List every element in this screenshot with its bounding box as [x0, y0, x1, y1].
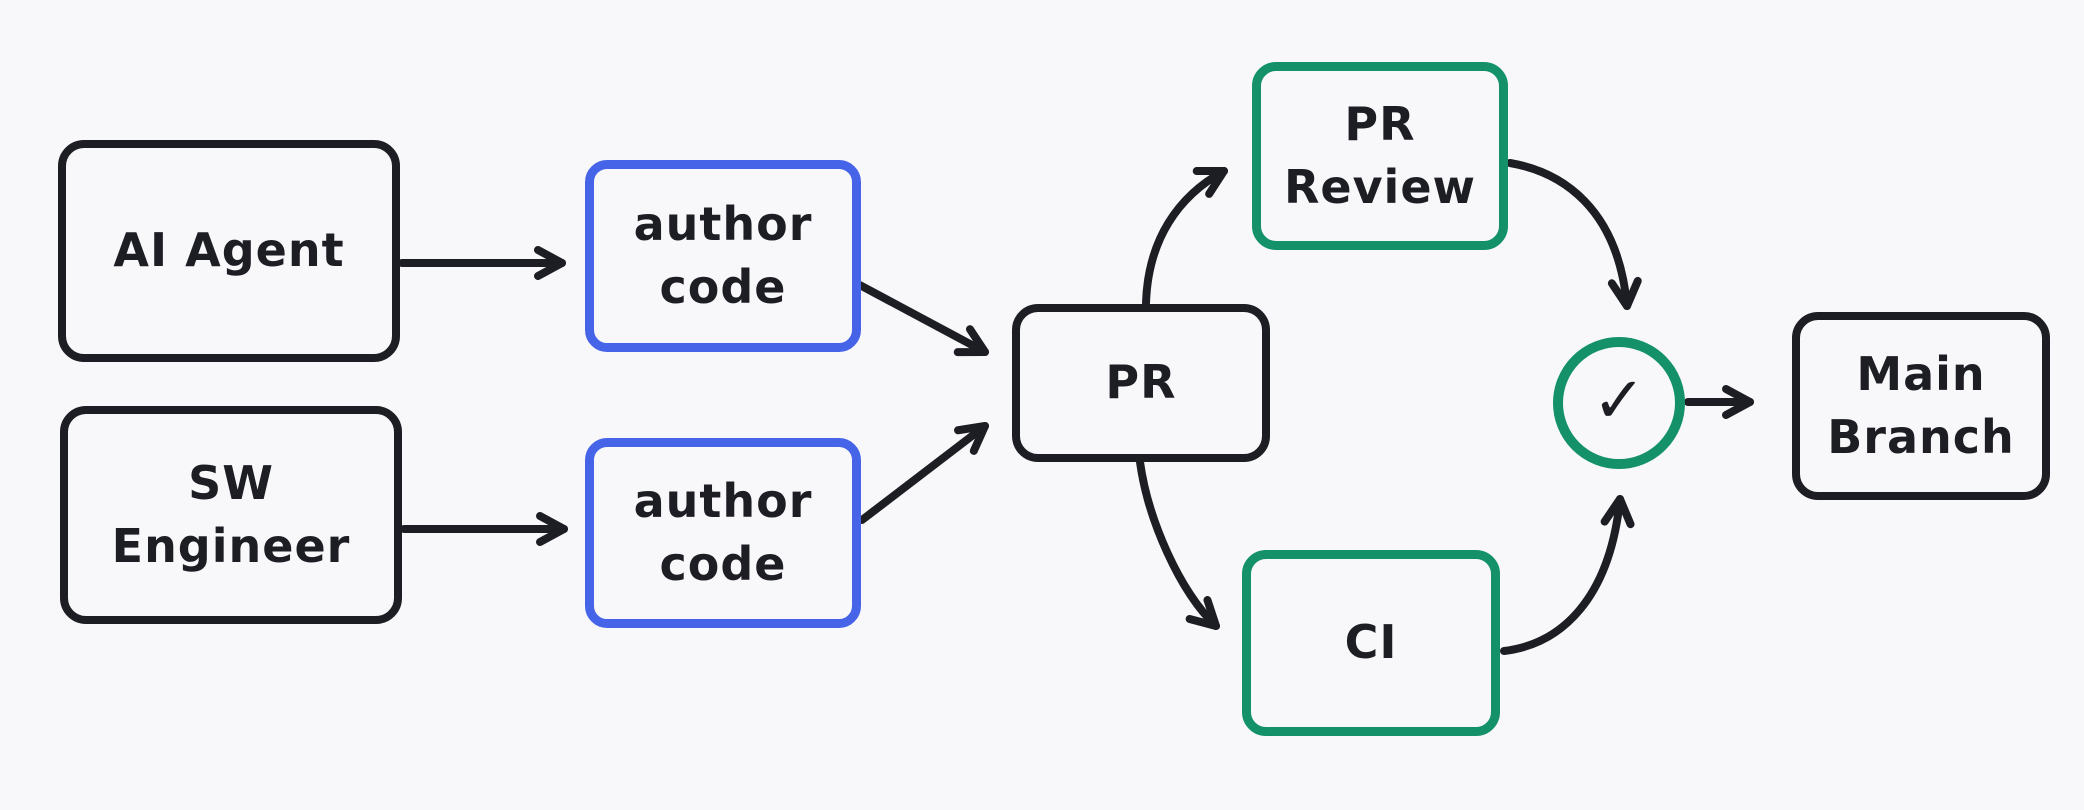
- node-main-branch-label-line2: Branch: [1827, 410, 2015, 464]
- node-author-code-bottom-label-line1: author: [633, 473, 813, 528]
- node-pr-label: PR: [1105, 355, 1177, 410]
- node-pr-review: PR Review: [1252, 62, 1508, 250]
- node-author-code-bottom: author code: [585, 438, 861, 628]
- node-main-branch-label-line1: Main: [1856, 346, 1986, 401]
- node-pr-review-label-line2: Review: [1283, 160, 1477, 214]
- node-pr: PR: [1012, 304, 1270, 462]
- edge-author-code-top-to-pr: [852, 279, 989, 357]
- node-ai-agent-label: AI Agent: [113, 223, 345, 278]
- edge-ci-to-check: [1500, 494, 1635, 655]
- node-approval-check-circle: ✓: [1553, 337, 1685, 469]
- check-icon: ✓: [1592, 364, 1646, 438]
- edge-pr-to-pr-review: [1142, 167, 1228, 307]
- node-sw-engineer-label-line1: SW: [188, 455, 274, 510]
- edge-pr-review-to-check: [1506, 159, 1642, 310]
- edge-author-code-bottom-to-pr: [858, 422, 989, 524]
- node-author-code-bottom-label-line2: code: [659, 537, 787, 591]
- edge-pr-to-ci: [1136, 458, 1220, 630]
- node-ci-label: CI: [1344, 615, 1398, 670]
- node-author-code-top-label-line1: author: [633, 196, 813, 251]
- node-author-code-top-label-line2: code: [659, 260, 787, 314]
- node-ci: CI: [1242, 550, 1500, 736]
- node-author-code-top: author code: [585, 160, 861, 352]
- node-sw-engineer-label-line2: Engineer: [111, 519, 351, 573]
- node-pr-review-label-line1: PR: [1344, 96, 1416, 151]
- node-sw-engineer: SW Engineer: [60, 406, 402, 624]
- node-ai-agent: AI Agent: [58, 140, 400, 362]
- node-main-branch: Main Branch: [1792, 312, 2050, 500]
